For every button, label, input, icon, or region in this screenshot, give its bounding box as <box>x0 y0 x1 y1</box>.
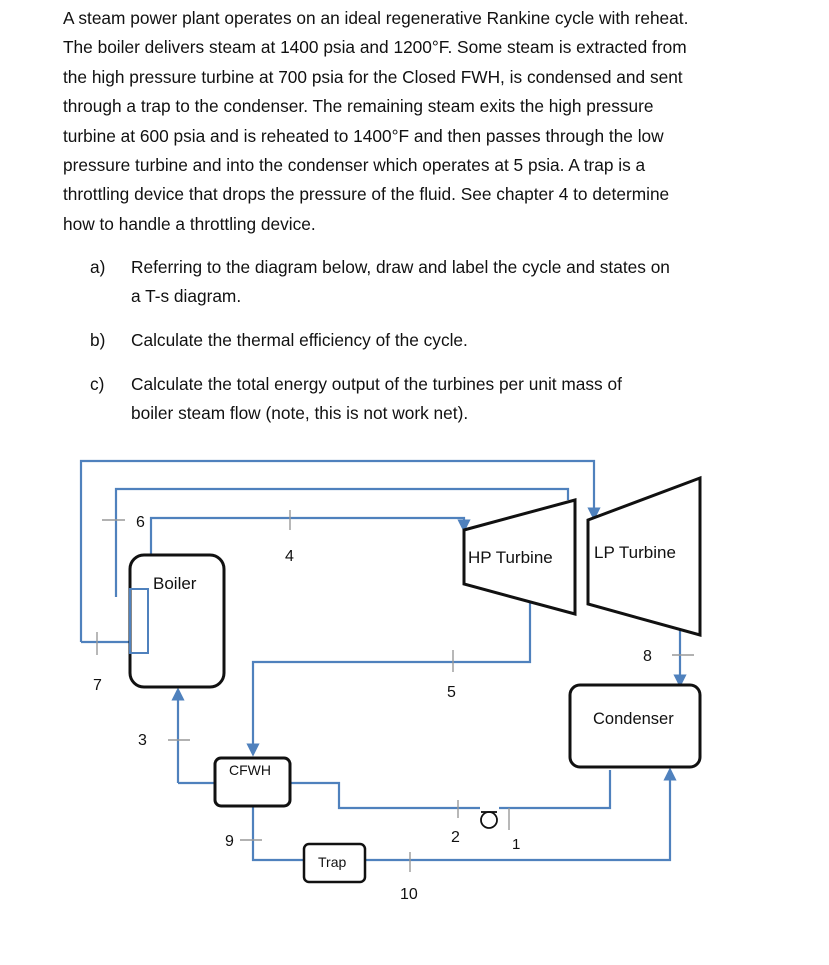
state-1: 1 <box>512 836 520 853</box>
question-c-line: boiler steam flow (note, this is not wor… <box>131 403 469 424</box>
trap-label: Trap <box>318 854 346 870</box>
state-3: 3 <box>138 732 147 749</box>
condenser-label: Condenser <box>593 710 674 728</box>
reheat-line <box>79 459 601 642</box>
pump-symbol <box>480 811 498 829</box>
state-8: 8 <box>643 648 652 665</box>
state-2: 2 <box>451 829 460 846</box>
question-c-label: c) <box>90 374 105 394</box>
cfwh-box <box>213 756 292 808</box>
drain-line <box>251 806 304 862</box>
lp-turbine-shape <box>586 475 702 637</box>
extraction-line <box>246 600 532 757</box>
state-6: 6 <box>136 514 145 531</box>
boiler-reheat-coil <box>129 588 149 654</box>
question-b-label: b) <box>90 330 106 350</box>
boiler-label: Boiler <box>153 574 197 593</box>
state-4: 4 <box>285 548 294 565</box>
trap-box <box>302 842 367 884</box>
problem-line: throttling device that drops the pressur… <box>63 184 670 205</box>
state-10: 10 <box>400 886 418 903</box>
question-a-line: a T-s diagram. <box>131 286 242 307</box>
trap-to-condenser-line <box>365 767 677 862</box>
state-ticks <box>96 510 694 872</box>
problem-line: the high pressure turbine at 700 psia fo… <box>63 66 683 87</box>
question-c-line: Calculate the total energy output of the… <box>131 374 622 394</box>
cfwh-label: CFWH <box>229 762 271 778</box>
hp-turbine-label: HP Turbine <box>468 548 553 567</box>
problem-line: A steam power plant operates on an ideal… <box>63 8 689 28</box>
question-b: b) Calculate the thermal efficiency of t… <box>90 326 790 356</box>
question-a-label: a) <box>90 257 106 277</box>
problem-statement: A steam power plant operates on an ideal… <box>63 4 803 239</box>
main-steam-line <box>114 487 570 597</box>
problem-line: how to handle a throttling device. <box>63 213 316 234</box>
state-5: 5 <box>447 684 456 701</box>
state-9: 9 <box>225 833 234 850</box>
problem-line: turbine at 600 psia and is reheated to 1… <box>63 125 664 146</box>
lp-turbine-label: LP Turbine <box>594 543 676 562</box>
condenser-box <box>568 683 702 769</box>
question-a: a) Referring to the diagram below, draw … <box>90 253 790 313</box>
question-c: c) Calculate the total energy output of … <box>90 370 790 430</box>
question-b-line: Calculate the thermal efficiency of the … <box>131 330 468 350</box>
state-7: 7 <box>93 677 102 694</box>
pump-to-cfwh-line <box>290 781 480 810</box>
problem-line: The boiler delivers steam at 1400 psia a… <box>63 37 687 58</box>
condensate-line <box>499 770 612 810</box>
question-a-line: Referring to the diagram below, draw and… <box>131 257 670 277</box>
hp-turbine-shape <box>462 498 577 616</box>
problem-line: pressure turbine and into the condenser … <box>63 155 646 176</box>
problem-line: through a trap to the condenser. The rem… <box>63 96 654 117</box>
